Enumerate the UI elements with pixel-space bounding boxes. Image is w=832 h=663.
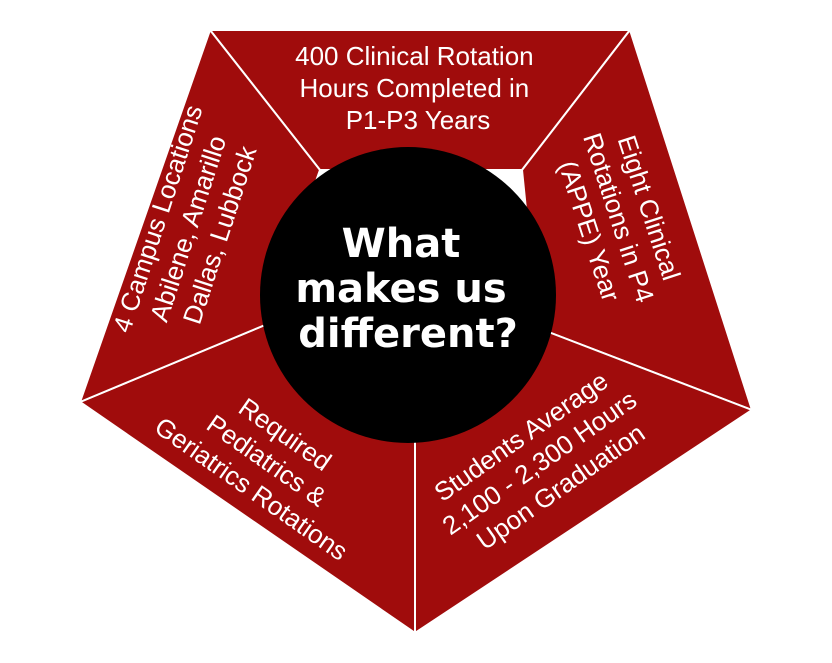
segment-top-line-1: 400 Clinical Rotation <box>295 41 533 71</box>
segment-top-line-2: Hours Completed in <box>299 73 529 103</box>
segment-left <box>78 27 322 404</box>
segment-top-line-3: P1-P3 Years <box>346 105 491 135</box>
center-line-2: makes us <box>295 266 506 312</box>
center-line-1: What <box>342 221 461 267</box>
center-text: What makes us different? <box>295 221 520 357</box>
segment-top-text: 400 Clinical Rotation Hours Completed in… <box>295 41 541 135</box>
center-circle <box>260 147 556 443</box>
center-line-3: different? <box>298 311 518 357</box>
